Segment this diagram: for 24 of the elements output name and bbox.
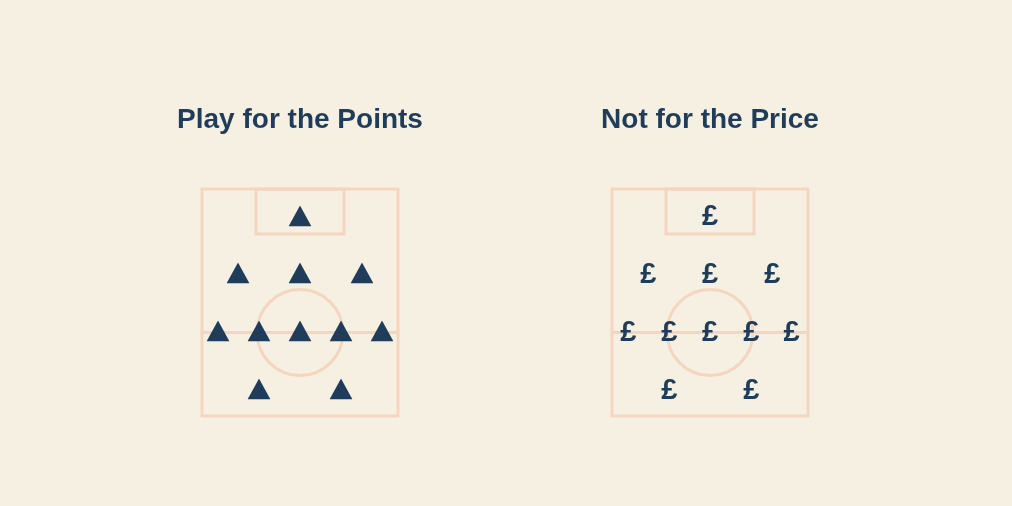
triangle-icon <box>329 320 353 342</box>
triangle-icon <box>288 320 312 342</box>
currency-symbol: £ <box>764 258 781 288</box>
currency-symbol: £ <box>743 316 760 346</box>
triangle-icon <box>329 378 353 400</box>
triangle-icon <box>247 320 271 342</box>
triangle-icon <box>350 262 374 284</box>
currency-symbol: £ <box>701 200 719 230</box>
triangle-icon <box>370 320 394 342</box>
heading: Play for the Points <box>177 103 423 136</box>
heading: Not for the Price <box>601 103 819 136</box>
triangle-icon <box>288 262 312 284</box>
currency-symbol: £ <box>701 316 719 346</box>
triangle-icon <box>206 320 230 342</box>
currency-symbol: £ <box>661 316 678 346</box>
currency-symbol: £ <box>701 258 719 288</box>
currency-symbol: £ <box>661 374 678 404</box>
triangle-icon <box>226 262 250 284</box>
currency-symbol: £ <box>743 374 760 404</box>
currency-symbol: £ <box>783 316 800 346</box>
triangle-icon <box>247 378 271 400</box>
triangle-icon <box>288 205 312 226</box>
currency-symbol: £ <box>620 316 637 346</box>
currency-symbol: £ <box>640 258 657 288</box>
